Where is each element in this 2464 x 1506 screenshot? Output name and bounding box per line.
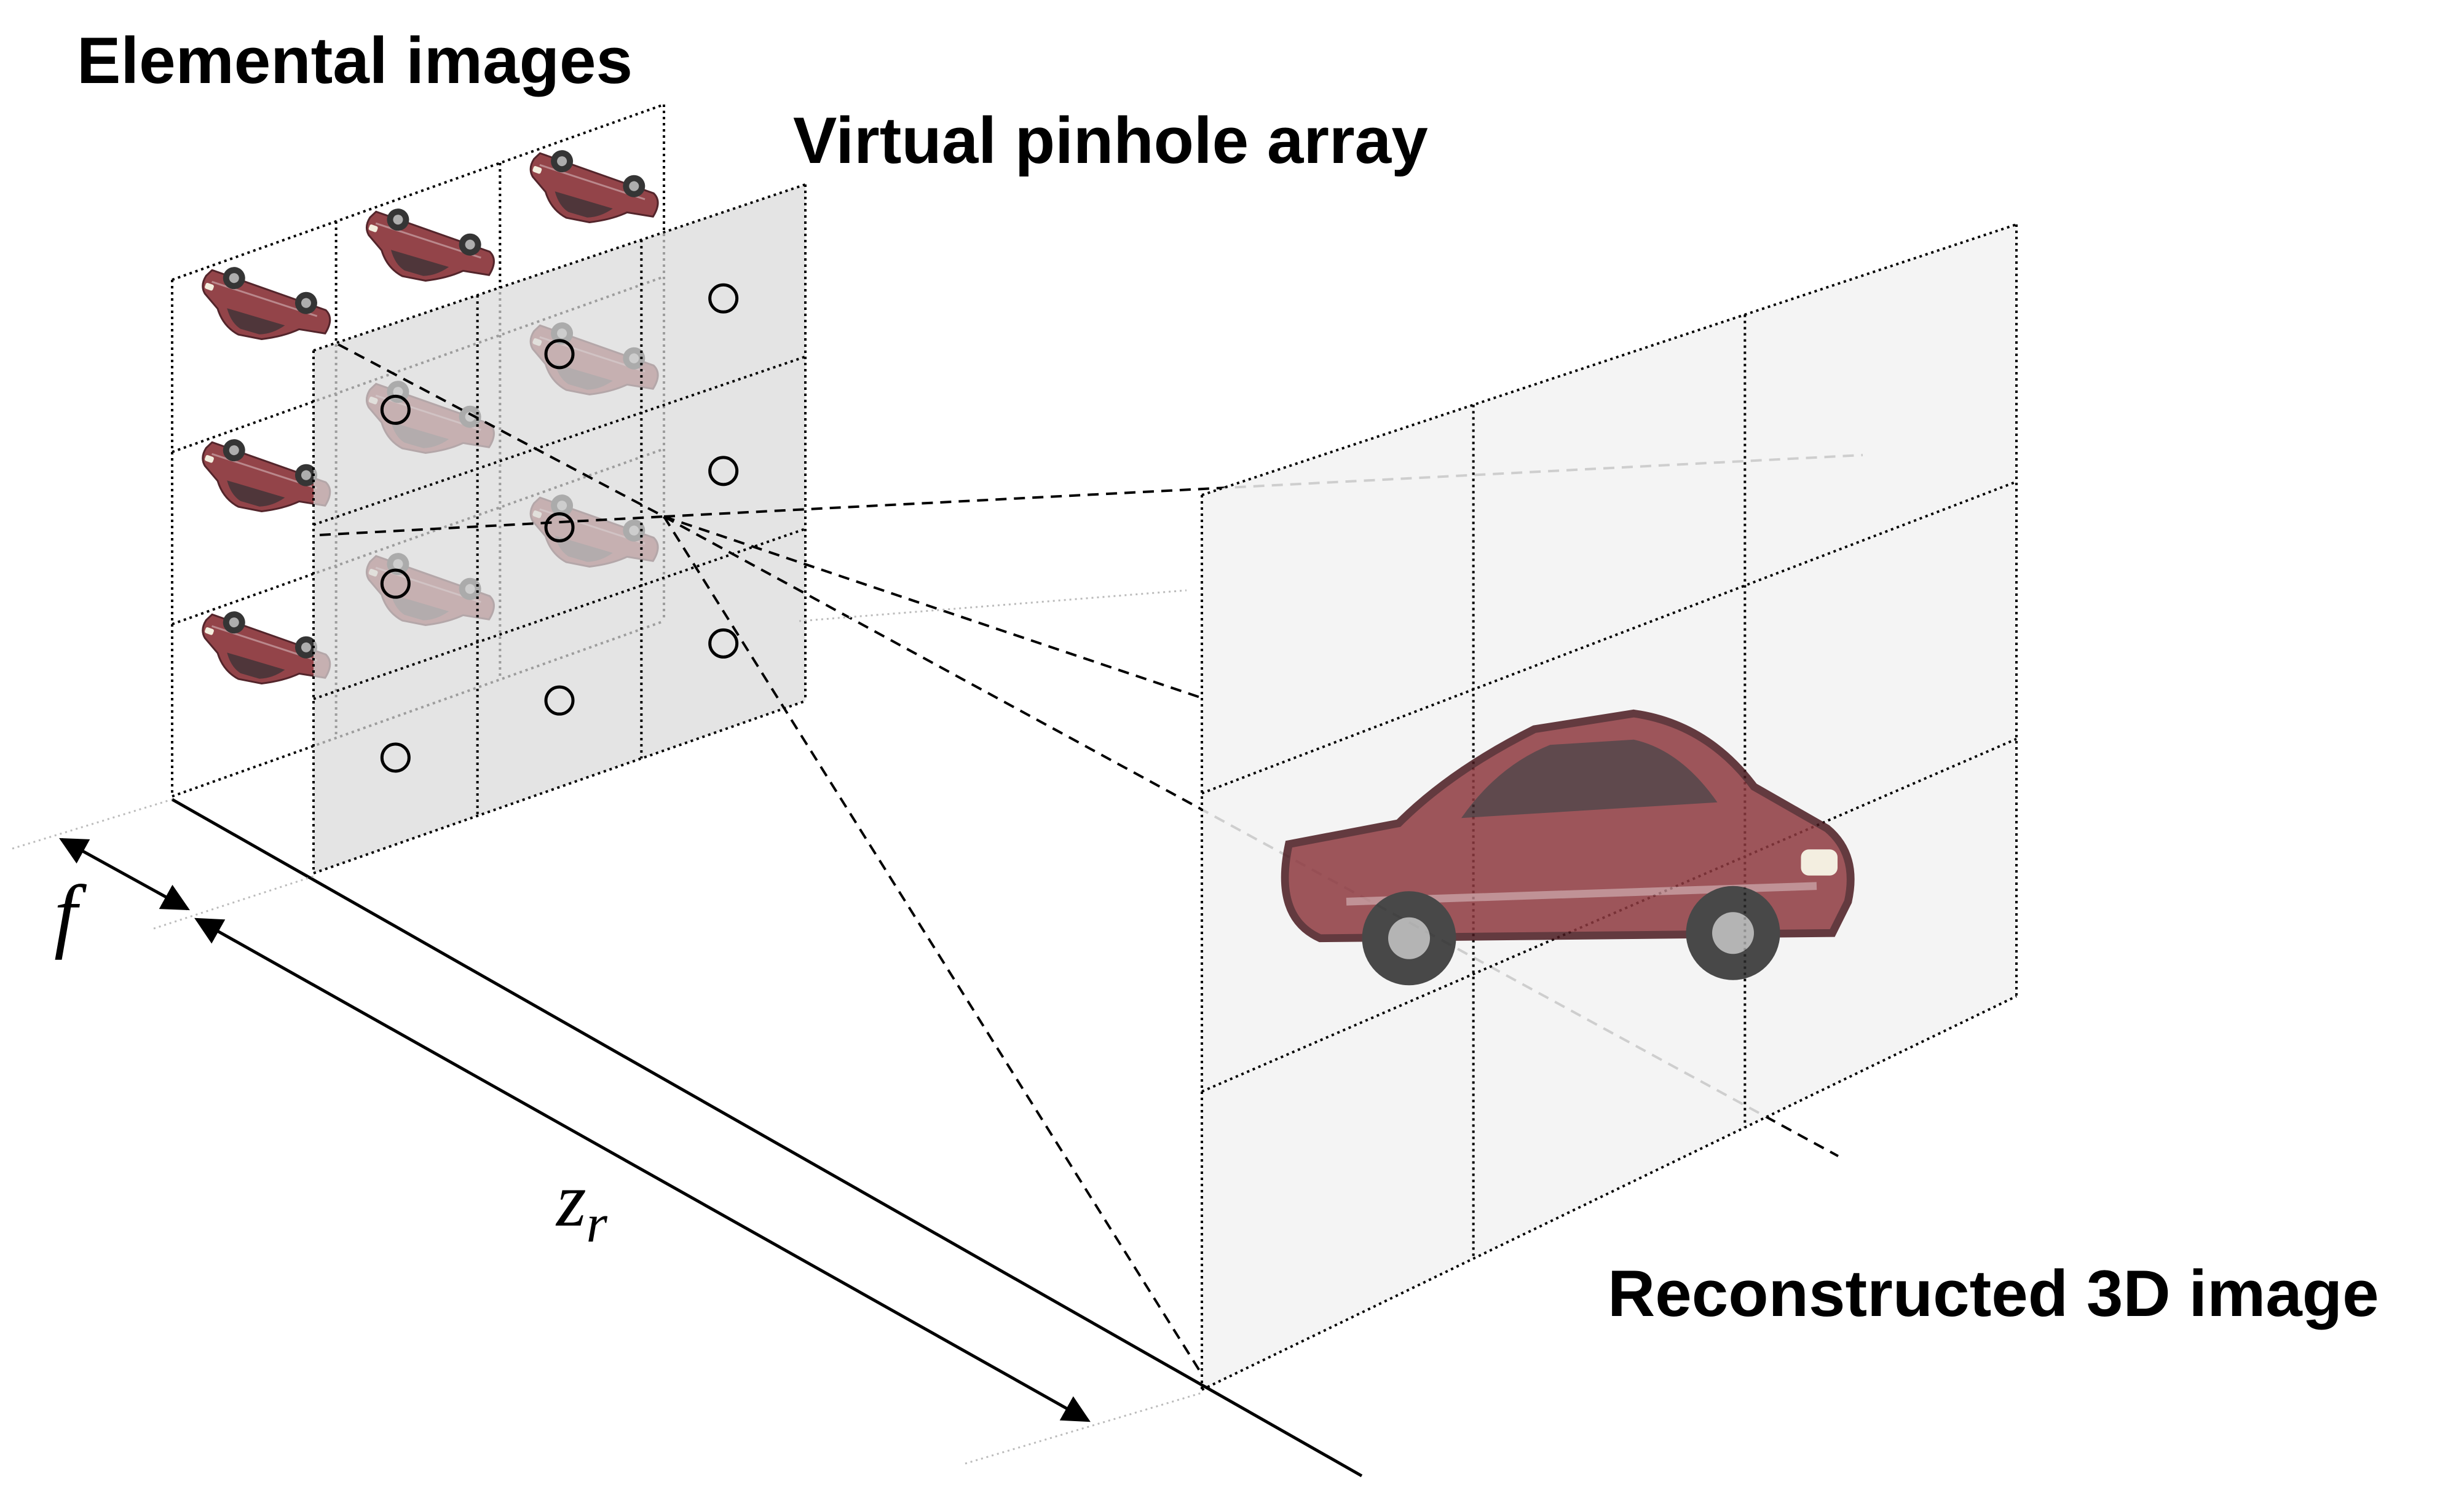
guide-line	[965, 1392, 1202, 1465]
pinhole-circle-icon	[708, 283, 739, 314]
virtual-pinhole-array	[312, 183, 807, 874]
reconstruction-grid-line	[1201, 480, 2017, 795]
elemental-images-label: Elemental images	[77, 23, 633, 97]
focal-length-arrow	[59, 838, 190, 911]
projection-ray	[319, 515, 665, 536]
reconstructed-3d-image-label: Reconstructed 3D image	[1608, 1256, 2379, 1330]
pinhole-panel	[314, 184, 805, 873]
focal-length-symbol: f	[54, 869, 77, 961]
pinhole-circle-icon	[708, 456, 739, 486]
pinhole-circle-icon	[544, 685, 575, 716]
projection-ray	[338, 343, 665, 518]
virtual-pinhole-array-label: Virtual pinhole array	[793, 103, 1428, 177]
reconstruction-grid-line	[1201, 223, 2017, 496]
pinhole-grid-line	[313, 355, 806, 526]
elemental-grid-line	[172, 275, 665, 453]
elemental-grid-line	[172, 103, 665, 281]
z-symbol: z	[556, 1158, 586, 1243]
distance-indicators	[12, 589, 1363, 1478]
depth-axis	[171, 798, 1363, 1478]
reconstruction-plane	[1201, 223, 2018, 1391]
elemental-grid-line	[172, 620, 665, 798]
projection-ray	[663, 515, 1202, 699]
guide-line	[153, 875, 314, 930]
pinhole-circle-icon	[544, 512, 575, 542]
pinhole-grid-line	[313, 700, 806, 874]
pinhole-circle-icon	[380, 394, 411, 425]
pinhole-grid-line	[313, 183, 806, 352]
pinhole-circle-icon	[708, 628, 739, 659]
pinhole-circle-icon	[544, 339, 575, 370]
elemental-grid-line	[172, 448, 665, 625]
r-subscript: r	[586, 1194, 607, 1254]
reconstruction-distance-arrow	[194, 917, 1091, 1422]
pinhole-grid-line	[313, 528, 806, 700]
projection-ray	[663, 515, 1203, 1376]
pinhole-circle-icon	[380, 742, 411, 773]
pinhole-circle-icon	[380, 568, 411, 599]
guide-line	[799, 589, 1187, 622]
guide-line	[12, 798, 173, 850]
reconstruction-distance-symbol: zr	[556, 1162, 607, 1251]
